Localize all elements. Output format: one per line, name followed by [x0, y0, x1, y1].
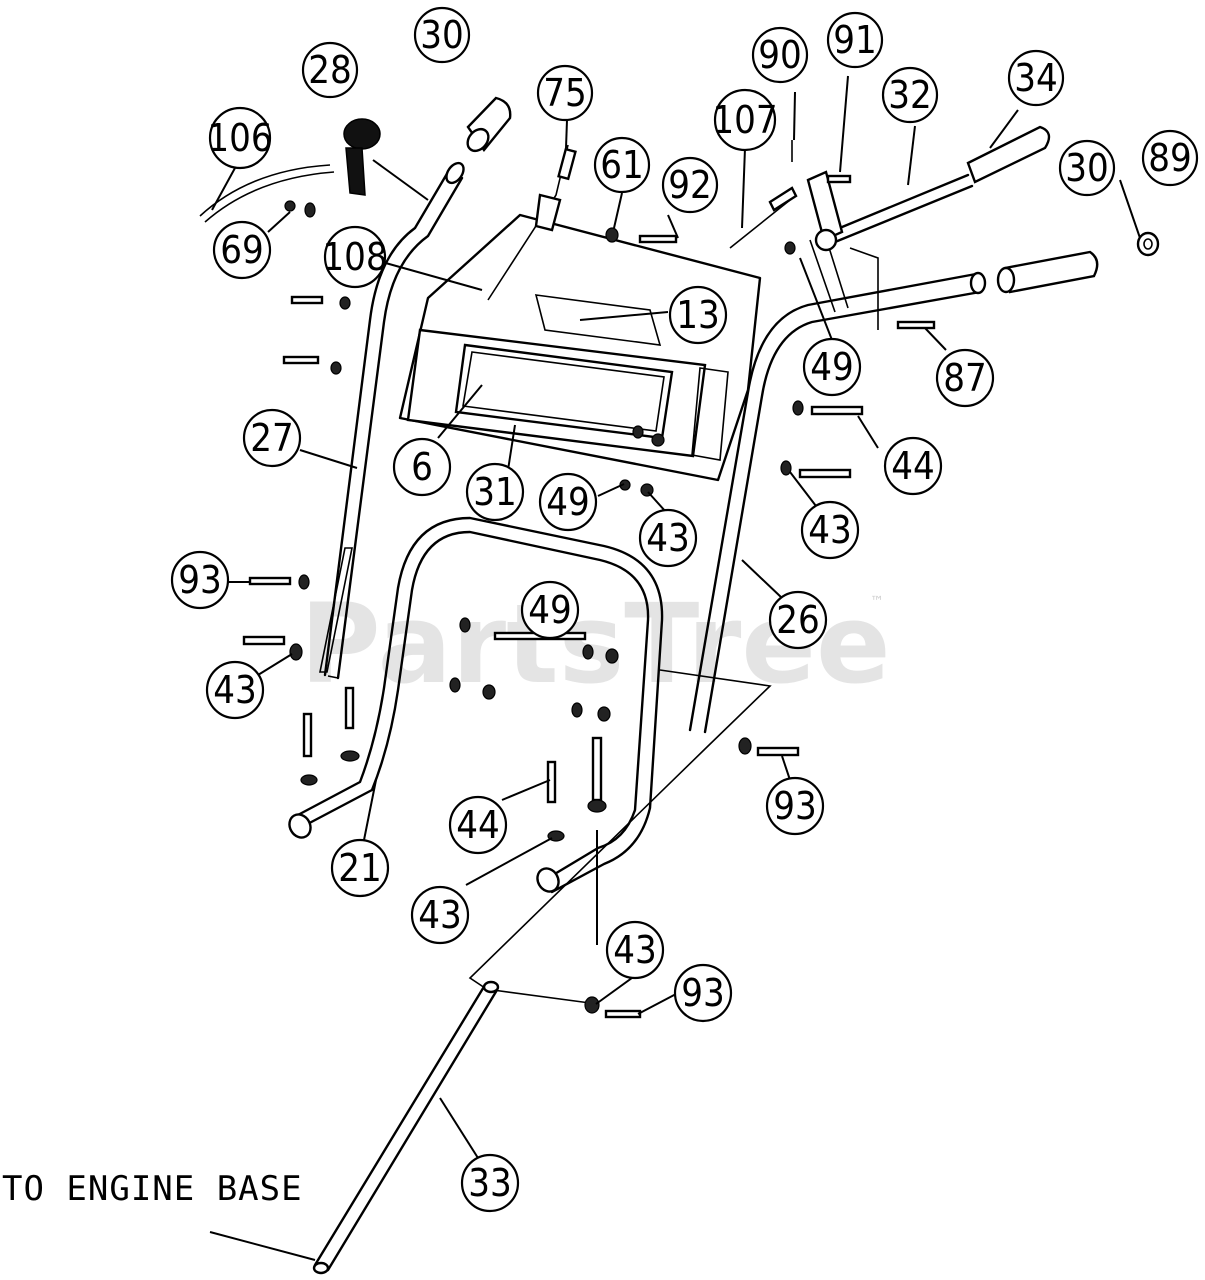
svg-text:44: 44 [891, 444, 935, 488]
callout-21[interactable]: 21 [330, 838, 390, 898]
callouts: 30 28 75 90 91 34 106 107 32 61 92 89 30… [170, 6, 1199, 1213]
callout-89[interactable]: 89 [1141, 129, 1199, 187]
svg-text:87: 87 [943, 356, 987, 400]
svg-text:75: 75 [543, 71, 587, 115]
svg-text:107: 107 [712, 98, 777, 142]
svg-text:90: 90 [758, 33, 802, 77]
callout-43-center[interactable]: 43 [638, 508, 698, 568]
callout-107[interactable]: 107 [712, 88, 778, 152]
svg-text:43: 43 [213, 668, 257, 712]
callout-6[interactable]: 6 [392, 437, 452, 497]
callout-43-right[interactable]: 43 [800, 500, 860, 560]
svg-text:26: 26 [776, 598, 820, 642]
callout-30-top[interactable]: 30 [413, 6, 471, 64]
watermark-tm: ™ [870, 594, 884, 610]
svg-text:44: 44 [456, 803, 500, 847]
callout-13[interactable]: 13 [668, 285, 728, 345]
callout-44-lower[interactable]: 44 [448, 795, 508, 855]
callout-33[interactable]: 33 [460, 1153, 520, 1213]
svg-text:30: 30 [1065, 146, 1109, 190]
svg-text:27: 27 [250, 416, 294, 460]
svg-text:91: 91 [833, 18, 877, 62]
svg-text:49: 49 [546, 480, 590, 524]
callout-91[interactable]: 91 [826, 11, 884, 69]
svg-text:92: 92 [668, 163, 712, 207]
svg-text:49: 49 [810, 345, 854, 389]
svg-text:108: 108 [322, 235, 387, 279]
svg-text:43: 43 [808, 508, 852, 552]
callout-44-right[interactable]: 44 [883, 436, 943, 496]
callout-92[interactable]: 92 [661, 156, 719, 214]
callout-32[interactable]: 32 [881, 66, 939, 124]
svg-text:30: 30 [420, 13, 464, 57]
callout-93-right[interactable]: 93 [765, 776, 825, 836]
svg-text:93: 93 [773, 784, 817, 828]
callout-49-center[interactable]: 49 [538, 472, 598, 532]
svg-text:6: 6 [411, 445, 433, 489]
svg-text:93: 93 [178, 558, 222, 602]
callout-30-right[interactable]: 30 [1058, 139, 1116, 197]
svg-text:61: 61 [600, 143, 644, 187]
callout-93-bottom[interactable]: 93 [673, 963, 733, 1023]
callout-49-lower[interactable]: 49 [520, 580, 580, 640]
svg-text:93: 93 [681, 971, 725, 1015]
svg-text:31: 31 [473, 470, 517, 514]
svg-text:43: 43 [646, 516, 690, 560]
svg-text:69: 69 [220, 228, 264, 272]
svg-text:34: 34 [1014, 56, 1058, 100]
callout-26[interactable]: 26 [768, 590, 828, 650]
svg-text:28: 28 [308, 48, 352, 92]
svg-text:43: 43 [418, 893, 462, 937]
callout-87[interactable]: 87 [935, 348, 995, 408]
svg-text:13: 13 [676, 293, 720, 337]
callout-31[interactable]: 31 [465, 462, 525, 522]
callout-106[interactable]: 106 [207, 106, 273, 170]
svg-text:21: 21 [338, 846, 382, 890]
leader-lines [209, 75, 1141, 1261]
svg-text:33: 33 [468, 1161, 512, 1205]
callout-27[interactable]: 27 [242, 408, 302, 468]
callout-75[interactable]: 75 [536, 64, 594, 122]
svg-text:49: 49 [528, 588, 572, 632]
callout-61[interactable]: 61 [593, 136, 651, 194]
callout-43-bottom[interactable]: 43 [605, 920, 665, 980]
callout-90[interactable]: 90 [751, 26, 809, 84]
svg-text:89: 89 [1148, 136, 1192, 180]
svg-text:32: 32 [888, 73, 932, 117]
callout-69[interactable]: 69 [212, 220, 272, 280]
callout-93-left[interactable]: 93 [170, 550, 230, 610]
svg-text:106: 106 [207, 116, 272, 160]
callout-49-upper[interactable]: 49 [802, 337, 862, 397]
svg-text:43: 43 [613, 928, 657, 972]
callout-108[interactable]: 108 [322, 225, 388, 289]
callout-43-lower-left[interactable]: 43 [410, 885, 470, 945]
callout-43-left[interactable]: 43 [205, 660, 265, 720]
callout-28[interactable]: 28 [301, 41, 359, 99]
to-engine-base-note: TO ENGINE BASE [2, 1169, 303, 1209]
callout-34[interactable]: 34 [1007, 49, 1065, 107]
